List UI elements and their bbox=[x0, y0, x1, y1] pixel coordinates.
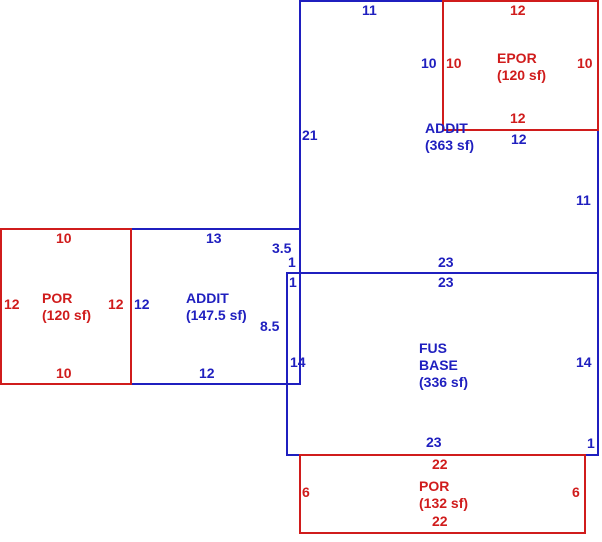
fus-base-dim-bottom-right: 1 bbox=[587, 435, 595, 451]
fus-base-name-line2: BASE bbox=[419, 357, 458, 373]
por-left-area: (120 sf) bbox=[42, 307, 92, 323]
por-left-dim-bottom: 10 bbox=[56, 365, 72, 381]
epor-dim-left: 10 bbox=[446, 55, 462, 71]
por-bottom-outline bbox=[299, 454, 586, 534]
addit-top-dim-left: 21 bbox=[302, 127, 318, 143]
por-bottom-dim-top: 22 bbox=[432, 456, 448, 472]
epor-dim-right: 10 bbox=[577, 55, 593, 71]
epor-name: EPOR bbox=[497, 50, 537, 66]
por-bottom-area: (132 sf) bbox=[419, 495, 469, 511]
fus-base-dim-left: 14 bbox=[290, 354, 306, 370]
addit-left-dim-bottom: 12 bbox=[199, 365, 215, 381]
addit-top-area: (363 sf) bbox=[425, 137, 475, 153]
epor-dim-top: 12 bbox=[510, 2, 526, 18]
addit-left-dim-right-lower: 8.5 bbox=[260, 318, 280, 334]
addit-left-dim-right-upper: 3.5 bbox=[272, 240, 292, 256]
fus-base-dim-top: 23 bbox=[438, 274, 454, 290]
por-left-name: POR bbox=[42, 290, 73, 306]
addit-left-dim-right-step: 1 bbox=[288, 254, 296, 270]
por-left-dim-right: 12 bbox=[108, 296, 124, 312]
epor-outline bbox=[442, 0, 599, 131]
addit-top-dim-bottom: 23 bbox=[438, 254, 454, 270]
fus-base-name-line1: FUS bbox=[419, 340, 447, 356]
addit-top-dim-top: 11 bbox=[362, 2, 377, 18]
addit-left-dim-top: 13 bbox=[206, 230, 222, 246]
fus-base-dim-left-top: 1 bbox=[289, 274, 297, 290]
por-left-dim-top: 10 bbox=[56, 230, 72, 246]
por-left-outline bbox=[0, 228, 132, 385]
por-bottom-name: POR bbox=[419, 478, 450, 494]
addit-top-dim-epor-bottom: 12 bbox=[511, 131, 527, 147]
epor-area: (120 sf) bbox=[497, 67, 547, 83]
addit-left-area: (147.5 sf) bbox=[186, 307, 247, 323]
addit-left-name: ADDIT bbox=[186, 290, 229, 306]
addit-top-name: ADDIT bbox=[425, 120, 468, 136]
addit-left-dim-left: 12 bbox=[134, 296, 150, 312]
fus-base-dim-right: 14 bbox=[576, 354, 592, 370]
por-bottom-dim-bottom: 22 bbox=[432, 513, 448, 529]
por-left-dim-left: 12 bbox=[4, 296, 20, 312]
fus-base-dim-bottom: 23 bbox=[426, 434, 442, 450]
por-bottom-dim-left: 6 bbox=[302, 484, 310, 500]
por-bottom-dim-right: 6 bbox=[572, 484, 580, 500]
addit-top-dim-right: 11 bbox=[576, 192, 591, 208]
epor-dim-bottom: 12 bbox=[510, 110, 526, 126]
addit-top-dim-epor-side: 10 bbox=[421, 55, 437, 71]
fus-base-area: (336 sf) bbox=[419, 374, 469, 390]
